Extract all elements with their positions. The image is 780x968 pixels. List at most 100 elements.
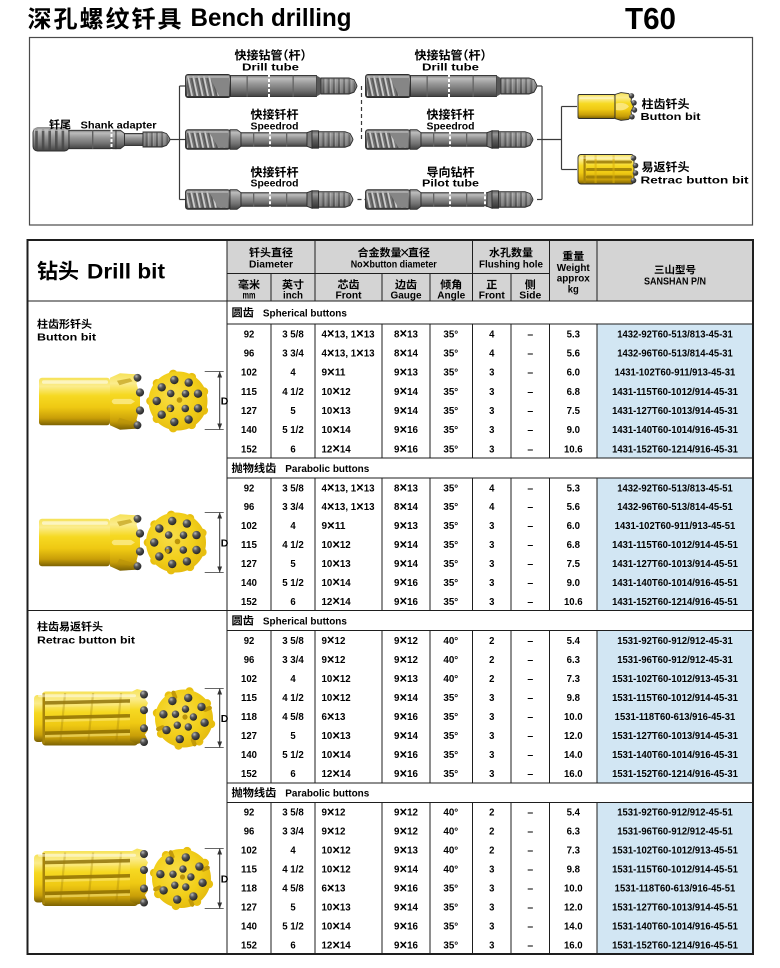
svg-text:2: 2 [489,826,494,838]
svg-text:35°: 35° [443,539,458,551]
svg-text:9×13: 9×13 [394,670,418,686]
svg-text:3 5/8: 3 5/8 [282,635,304,647]
svg-text:1531-127T60-1013/914-45-31: 1531-127T60-1013/914-45-31 [612,730,738,742]
svg-text:115: 115 [241,386,257,398]
svg-text:1531-115T60-1012/914-45-31: 1531-115T60-1012/914-45-31 [612,692,738,704]
svg-text:12.0: 12.0 [564,902,583,914]
svg-text:10×12: 10×12 [322,536,351,552]
svg-text:Diameter: Diameter [249,260,293,271]
svg-text:10×13: 10×13 [322,402,351,418]
svg-text:10×12: 10×12 [322,689,351,705]
svg-text:5 1/2: 5 1/2 [282,749,304,761]
svg-text:4 5/8: 4 5/8 [282,711,304,723]
svg-text:10×14: 10×14 [322,746,351,762]
svg-text:1531-140T60-1014/916-45-51: 1531-140T60-1014/916-45-51 [612,921,738,933]
svg-text:140: 140 [241,749,257,761]
svg-text:1531-115T60-1012/914-45-51: 1531-115T60-1012/914-45-51 [612,864,738,876]
svg-text:115: 115 [241,864,257,876]
svg-text:12×14: 12×14 [322,936,351,952]
svg-text:–: – [527,443,533,455]
svg-text:3: 3 [489,749,494,761]
svg-text:9×12: 9×12 [394,822,418,838]
svg-text:–: – [527,520,533,532]
svg-text:102: 102 [241,520,257,532]
svg-text:10×12: 10×12 [322,383,351,399]
svg-text:5 1/2: 5 1/2 [282,577,304,589]
svg-text:3: 3 [489,405,494,417]
svg-text:9×16: 9×16 [394,421,418,437]
svg-text:D: D [221,713,229,725]
svg-text:8×13: 8×13 [394,325,418,341]
svg-text:9×16: 9×16 [394,574,418,590]
svg-text:35°: 35° [443,692,458,704]
svg-text:127: 127 [241,730,257,742]
svg-text:inch: inch [283,291,303,302]
svg-text:3: 3 [489,424,494,436]
svg-text:96: 96 [244,348,255,360]
svg-text:152: 152 [241,596,257,608]
svg-text:4×13, 1×13: 4×13, 1×13 [322,325,375,341]
svg-text:9×13: 9×13 [394,517,418,533]
svg-text:35°: 35° [443,424,458,436]
svg-text:–: – [527,577,533,589]
svg-text:4: 4 [489,501,494,513]
svg-text:3 5/8: 3 5/8 [282,482,304,494]
svg-text:35°: 35° [443,902,458,914]
svg-text:kg: kg [568,285,579,296]
svg-text:9.8: 9.8 [567,864,581,876]
svg-text:9×14: 9×14 [394,727,418,743]
svg-text:9×11: 9×11 [322,364,346,380]
svg-text:8×14: 8×14 [394,344,418,360]
svg-text:–: – [527,768,533,780]
svg-text:102: 102 [241,367,257,379]
svg-text:9×12: 9×12 [394,632,418,648]
svg-text:–: – [527,711,533,723]
svg-text:118: 118 [241,711,257,723]
svg-text:35°: 35° [443,367,458,379]
svg-text:–: – [527,730,533,742]
svg-text:2: 2 [489,654,494,666]
svg-text:140: 140 [241,921,257,933]
svg-text:1431-102T60-911/913-45-51: 1431-102T60-911/913-45-51 [615,520,736,532]
svg-text:7.3: 7.3 [567,673,581,685]
svg-text:9×14: 9×14 [394,402,418,418]
svg-text:35°: 35° [443,405,458,417]
svg-text:102: 102 [241,673,257,685]
svg-text:10×12: 10×12 [322,841,351,857]
svg-text:10×13: 10×13 [322,727,351,743]
svg-text:10×14: 10×14 [322,574,351,590]
svg-text:12×14: 12×14 [322,765,351,781]
svg-text:–: – [527,386,533,398]
svg-text:10×12: 10×12 [322,860,351,876]
svg-text:96: 96 [244,826,255,838]
svg-text:10×13: 10×13 [322,555,351,571]
svg-text:6: 6 [290,940,295,952]
svg-text:–: – [527,635,533,647]
svg-text:12×14: 12×14 [322,593,351,609]
svg-text:92: 92 [244,482,255,494]
svg-text:3 3/4: 3 3/4 [282,654,304,666]
svg-text:Speedrod: Speedrod [427,122,475,133]
svg-text:9×14: 9×14 [394,898,418,914]
svg-text:96: 96 [244,501,255,513]
svg-text:4: 4 [290,367,295,379]
svg-text:1531-102T60-1012/913-45-51: 1531-102T60-1012/913-45-51 [612,845,738,857]
svg-text:–: – [527,405,533,417]
svg-text:92: 92 [244,807,255,819]
svg-text:9×16: 9×16 [394,746,418,762]
svg-text:35°: 35° [443,482,458,494]
svg-text:152: 152 [241,768,257,780]
svg-text:3: 3 [489,902,494,914]
svg-text:3: 3 [489,539,494,551]
svg-text:SANSHAN P/N: SANSHAN P/N [644,277,706,288]
svg-text:D: D [221,873,229,885]
svg-text:3: 3 [489,883,494,895]
svg-text:35°: 35° [443,730,458,742]
svg-text:1531-118T60-613/916-45-51: 1531-118T60-613/916-45-51 [615,883,736,895]
svg-text:5.4: 5.4 [567,807,581,819]
svg-text:10×12: 10×12 [322,670,351,686]
svg-text:Pilot tube: Pilot tube [422,179,480,190]
svg-text:9×12: 9×12 [394,803,418,819]
svg-text:3: 3 [489,386,494,398]
svg-text:6: 6 [290,596,295,608]
